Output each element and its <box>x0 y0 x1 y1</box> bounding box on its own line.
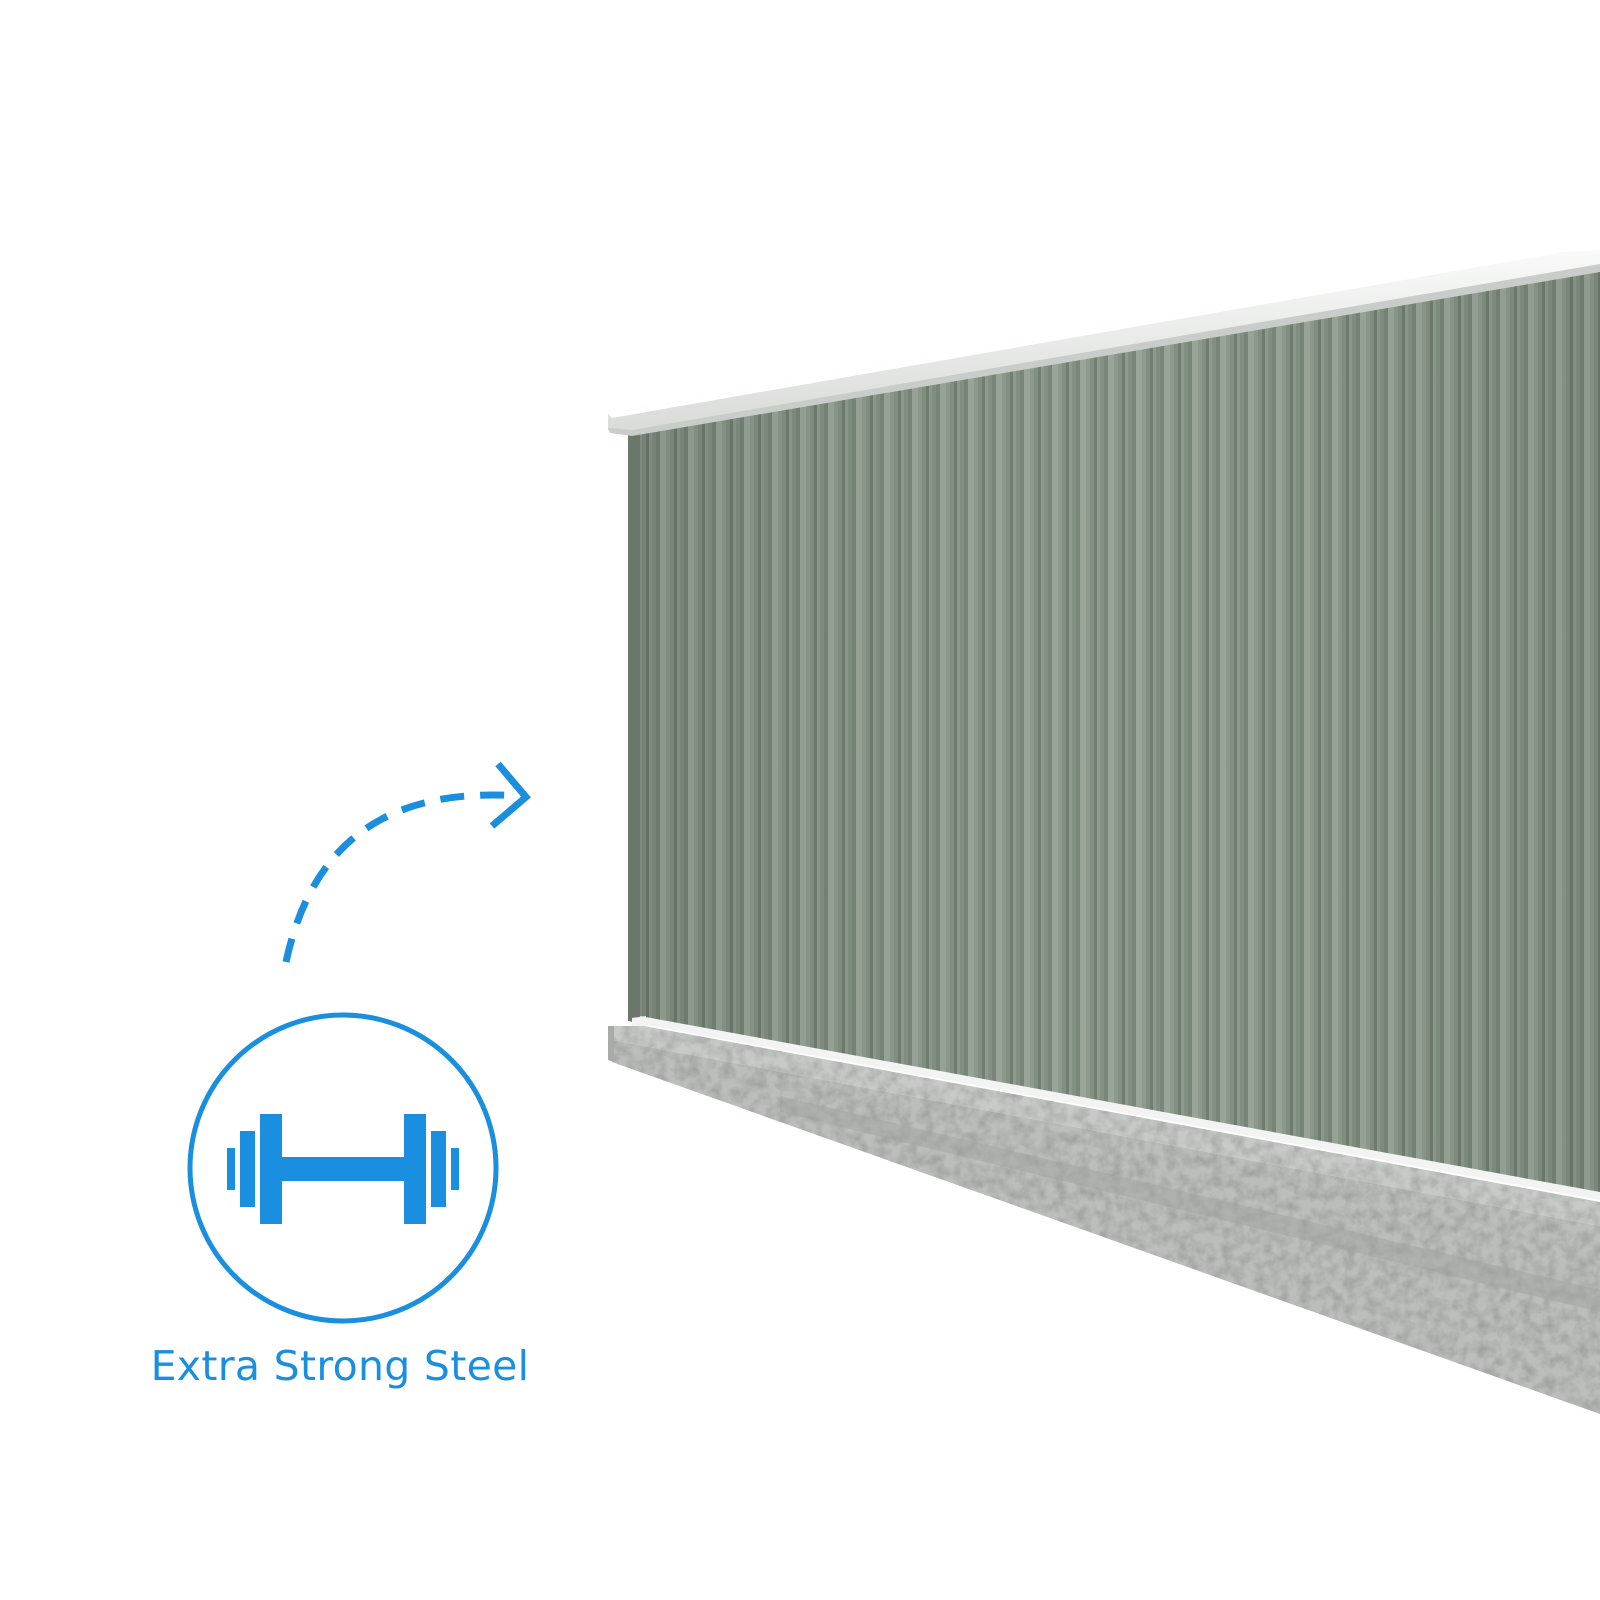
feature-badge <box>187 1012 499 1324</box>
bottom-flashing <box>640 1016 1600 1200</box>
dumbbell-icon <box>227 1114 459 1224</box>
steel-shed-wall <box>608 244 1600 1414</box>
badge-circle <box>187 1012 499 1324</box>
dashed-arrow-icon <box>282 761 531 963</box>
feature-label: Extra Strong Steel <box>150 1342 530 1390</box>
roof-trim <box>608 244 1600 436</box>
concrete-base <box>608 1026 1600 1414</box>
